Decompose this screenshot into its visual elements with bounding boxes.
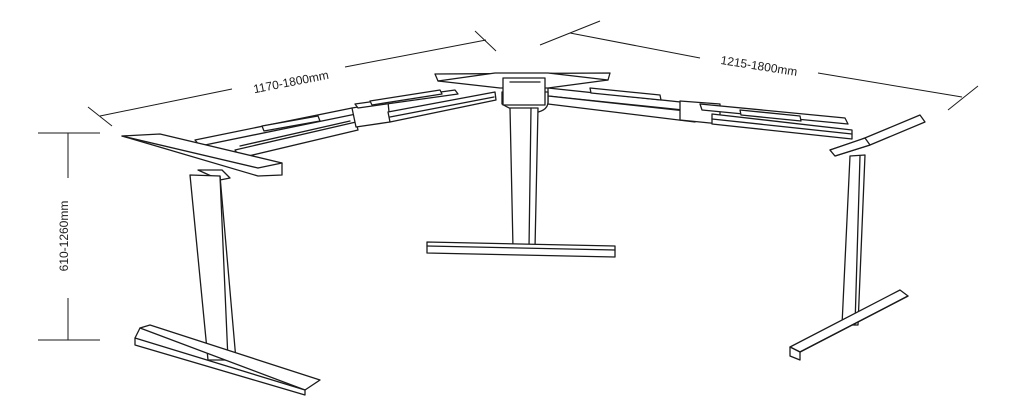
right-crossbeam <box>547 87 853 140</box>
height-label: 610-1260mm <box>57 201 71 272</box>
corner-column <box>426 72 616 258</box>
height-dimension: 610-1260mm <box>38 132 100 341</box>
right-width-label: 1215-1800mm <box>720 53 799 79</box>
left-width-label: 1170-1800mm <box>252 68 330 96</box>
left-leg <box>121 133 321 396</box>
left-crossbeam <box>194 89 497 159</box>
right-leg <box>789 114 926 361</box>
